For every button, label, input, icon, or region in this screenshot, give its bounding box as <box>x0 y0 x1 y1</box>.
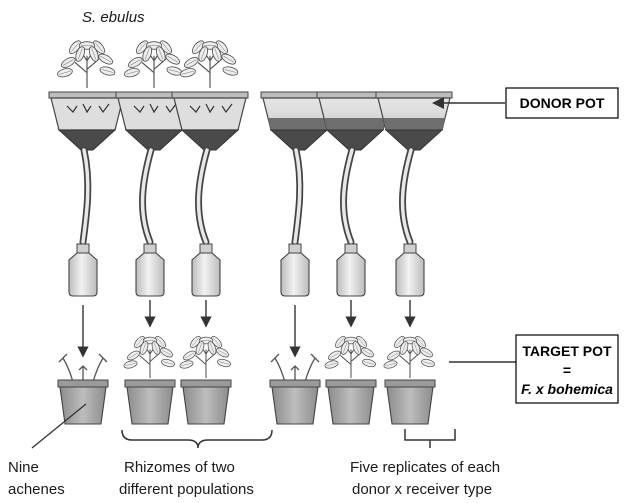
species-label: S. ebulus <box>82 9 145 26</box>
target-pot-icon <box>125 380 175 424</box>
plant-icon <box>57 39 116 88</box>
target-pot-icon <box>58 380 108 424</box>
collection-bottle-icon <box>396 244 424 296</box>
target-pot-icon <box>270 380 320 424</box>
replicates-caption-line2: donor x receiver type <box>352 481 492 498</box>
target-pot-icon <box>326 380 376 424</box>
seedling-icon <box>271 354 319 382</box>
plant-icon <box>123 335 175 378</box>
collection-bottle-icon <box>337 244 365 296</box>
collection-bottle-icon <box>281 244 309 296</box>
plant-icon <box>180 39 239 88</box>
collection-bottle-icon <box>136 244 164 296</box>
target-label-line2: = <box>563 362 571 378</box>
donor-funnel-icon <box>49 92 125 242</box>
collection-bottle-icon <box>69 244 97 296</box>
plant-icon <box>179 335 231 378</box>
seedling-icon <box>59 354 107 382</box>
plant-icon <box>124 39 183 88</box>
donor-label: DONOR POT <box>520 95 605 111</box>
replicates-bracket <box>405 429 455 448</box>
target-pot-icon <box>385 380 435 424</box>
collection-bottle-icon <box>192 244 220 296</box>
target-pot-icon <box>181 380 231 424</box>
donor-funnel-icon <box>376 92 452 242</box>
rhizomes-caption-line2: different populations <box>119 481 254 498</box>
rhizomes-caption-line1: Rhizomes of two <box>124 459 235 476</box>
plant-icon <box>383 335 435 378</box>
achenes-caption-line2: achenes <box>8 481 65 498</box>
donor-funnel-icon <box>172 92 248 242</box>
achenes-pointer-line <box>32 404 86 448</box>
replicates-caption-line1: Five replicates of each <box>350 459 500 476</box>
plant-icon <box>324 335 376 378</box>
target-label-line3: F. x bohemica <box>521 381 613 397</box>
rhizomes-brace <box>122 430 272 448</box>
achenes-caption-line1: Nine <box>8 459 39 476</box>
target-label-line1: TARGET POT <box>522 343 612 359</box>
